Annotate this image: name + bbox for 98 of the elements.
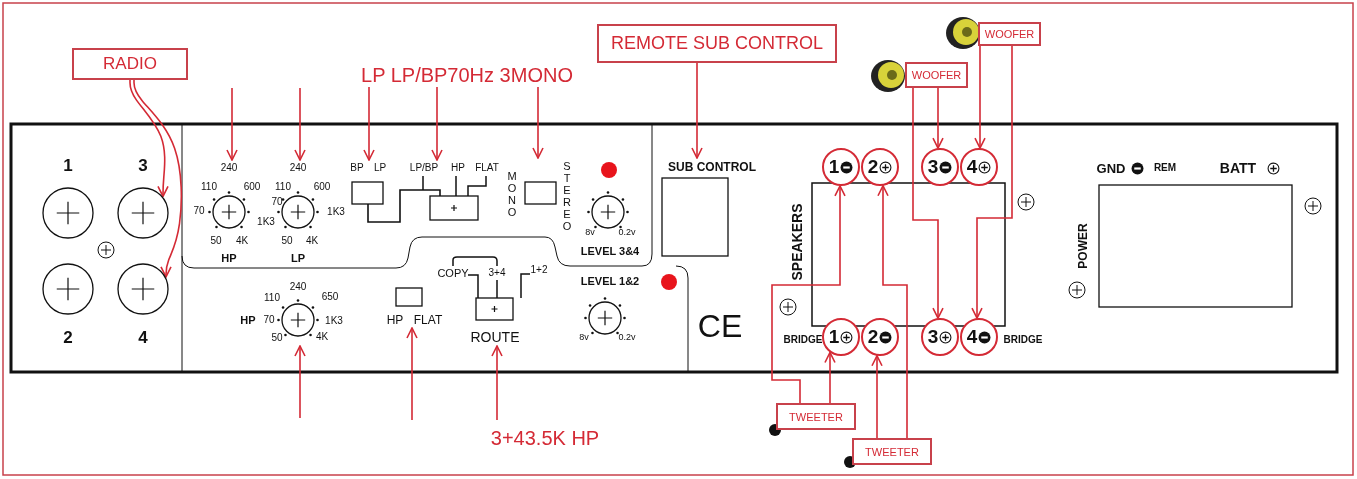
panel-label: ROUTE [470,330,520,344]
callout-label: WOOFER [905,62,968,88]
panel-label: 650 [321,292,339,302]
terminal-number: 3 [927,156,939,178]
panel-label: 70 [193,206,205,216]
panel-label: 1K3 [325,316,343,326]
panel-label: GND [1096,161,1126,175]
panel-label: 8v [585,227,595,237]
panel-label: 2 [63,328,73,346]
arrow [971,45,1013,319]
panel-label: 50 [210,236,222,246]
speaker-terminal [861,148,899,186]
arrow [877,184,908,439]
panel-label: 110 [201,182,217,192]
panel-label: 4K [305,236,319,246]
panel-label: LP/BP [409,163,439,173]
setting-note: 3+43.5K HP [490,428,600,448]
callout-label: RADIO [72,48,188,80]
arrow [226,87,238,161]
panel-label: 1K3 [257,217,275,227]
arrow [771,185,846,404]
panel-label: HP [240,314,256,326]
panel-label: 0.2v [618,227,636,237]
panel-label: HP [386,314,404,326]
arrow [691,62,703,159]
panel-label: 4K [315,332,329,342]
terminal-number: 2 [867,326,879,348]
speaker-terminal [960,148,998,186]
panel-label: 1K3 [327,207,345,217]
panel-label: 240 [289,163,307,173]
speaker-terminal [921,318,959,356]
arrow [824,351,836,404]
panel-label: 4K [235,236,249,246]
arrow [871,354,883,439]
panel-label: 110 [264,293,280,303]
terminal-number: 2 [867,156,879,178]
panel-label: POWER [1077,223,1089,269]
panel-label: 50 [271,333,283,343]
panel-label: 3+4 [488,268,506,278]
panel-label: HP [221,252,237,264]
panel-label: REM [1153,163,1177,173]
panel-label: 8v [579,332,589,342]
arrow [129,79,169,198]
arrow [532,86,544,159]
panel-label: FLAT [475,163,499,173]
panel-label: STEREO [561,159,573,233]
arrow [406,327,418,421]
arrow [294,345,306,419]
speaker-terminal [861,318,899,356]
arrow [363,86,375,161]
setting-note: LP LP/BP70Hz 3MONO [355,63,579,87]
arrow [974,45,986,149]
arrow [294,87,306,161]
panel-label: 600 [243,182,261,192]
terminal-number: 1 [828,156,840,178]
speaker-terminal [921,148,959,186]
connector-line [367,189,441,223]
panel-label: 3 [138,156,148,174]
panel-label: LP [373,163,387,173]
panel-label: LEVEL 1&2 [580,275,640,287]
terminal-number: 1 [828,326,840,348]
panel-label: 240 [220,163,238,173]
arrow [133,79,183,278]
panel-label: 240 [289,282,307,292]
panel-label: 1+2 [530,265,548,275]
callout-label: TWEETER [852,438,932,465]
conformity-mark: CE [697,310,743,342]
panel-label: SPEAKERS [790,203,804,281]
panel-label: BATT [1219,161,1257,175]
panel-label: 70 [271,197,283,207]
panel-label: BRIDGE [783,335,823,345]
panel-label: SUB CONTROL [668,161,756,173]
panel-label: BRIDGE [1003,335,1043,345]
panel-label: MONO [506,169,518,219]
panel-label: 110 [275,182,291,192]
panel-label: 70 [263,315,275,325]
panel-label: 4 [138,328,148,346]
panel-label: LP [290,252,306,264]
terminal-number: 4 [966,326,978,348]
panel-label: COPY [437,267,469,279]
callout-label: WOOFER [978,22,1041,46]
arrow [431,86,443,161]
arrow [912,87,944,319]
panel-label: 50 [281,236,293,246]
panel-label: FLAT [413,314,443,326]
callout-label: REMOTE SUB CONTROL [597,24,837,63]
panel-label: BP [350,163,364,173]
panel-label: 0.2v [618,332,636,342]
arrow [932,87,944,149]
panel-label: 600 [313,182,331,192]
speaker-terminal [822,148,860,186]
panel-label: LEVEL 3&4 [580,245,640,257]
terminal-number: 3 [927,326,939,348]
panel-label: 1 [63,156,73,174]
callout-label: TWEETER [776,403,856,430]
terminal-number: 4 [966,156,978,178]
panel-label: HP [451,163,465,173]
arrow [491,345,503,421]
